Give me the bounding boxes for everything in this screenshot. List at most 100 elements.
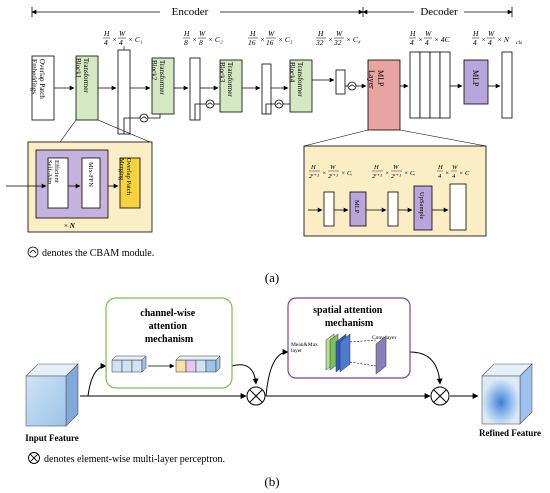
dim-labels: H 4 × W 4 × C₁ H 8 × W 8 × C₂ H 16 × W 1… xyxy=(103,29,522,47)
svg-text:×: × xyxy=(112,35,117,44)
block-2-label: TransformerBlock2 xyxy=(150,60,166,95)
svg-text:× C₁: × C₁ xyxy=(128,35,143,44)
mlp-legend: denotes element-wise multi-layer percept… xyxy=(28,452,225,465)
svg-text:W: W xyxy=(425,29,432,38)
conv-layer xyxy=(375,335,387,375)
feature-map-4 xyxy=(335,69,346,95)
svg-text:2ⁱ⁺¹: 2ⁱ⁺¹ xyxy=(372,173,382,180)
svg-text:× C₃: × C₃ xyxy=(278,35,293,44)
svg-text:W: W xyxy=(330,164,336,171)
svg-text:W: W xyxy=(393,164,399,171)
svg-text:× N: × N xyxy=(497,35,510,44)
svg-text:16: 16 xyxy=(248,38,256,47)
spatial-attention-module: spatial attention mechanism Mean&Max lay… xyxy=(287,297,411,379)
svg-text:× 4C: × 4C xyxy=(434,35,451,44)
svg-text:8: 8 xyxy=(184,38,188,47)
block-1-label: TransformerBlock1 xyxy=(74,58,90,93)
svg-text:4: 4 xyxy=(452,173,456,180)
encoder-label: Encoder xyxy=(172,6,209,18)
svg-text:H: H xyxy=(437,164,443,171)
upsample-box xyxy=(413,185,433,231)
svg-text:×: × xyxy=(385,170,389,177)
svg-text:4: 4 xyxy=(438,173,442,180)
refined-feature-cube xyxy=(481,363,533,425)
transformer-block-2 xyxy=(151,57,175,115)
dim-label-4: H 32 × W 32 × C₄ xyxy=(315,29,361,47)
channel-vector-input xyxy=(111,355,147,373)
input-feature-label: Input Feature xyxy=(25,433,79,443)
svg-text:× C₄: × C₄ xyxy=(346,35,361,44)
svg-text:cls: cls xyxy=(516,40,522,46)
dim-label-1: H 4 × W 4 × C₁ xyxy=(103,29,143,47)
svg-text:×: × xyxy=(418,35,423,44)
svg-text:H: H xyxy=(472,29,479,38)
transformer-block-4 xyxy=(289,59,313,113)
svg-text:32: 32 xyxy=(333,38,342,47)
upsample-label: UpSample xyxy=(418,192,425,220)
svg-text:W: W xyxy=(268,29,275,38)
efficient-self-attn-box xyxy=(47,157,69,209)
svg-text:2ⁱ⁺¹: 2ⁱ⁺¹ xyxy=(309,173,319,180)
mix-ffn-label: Mix-FFN xyxy=(87,162,94,187)
svg-text:16: 16 xyxy=(266,38,274,47)
svg-text:4: 4 xyxy=(410,38,414,47)
cbam-icon xyxy=(139,113,149,123)
dim-label-6: H 4 × W 4 × N cls xyxy=(472,29,522,47)
svg-text:32: 32 xyxy=(315,38,324,47)
encoder-pipeline: Overlap PatchEmbeddings TransformerBlock… xyxy=(30,46,367,135)
output-map xyxy=(501,51,513,119)
channel-vector-output xyxy=(175,355,221,373)
detail-feature-c xyxy=(449,183,467,231)
overlap-merging-label: Overlap PatchMerging xyxy=(118,158,132,196)
mlp-layer-label: MLPLayer xyxy=(367,70,385,89)
cbam-icon xyxy=(27,246,39,258)
spatial-title: spatial attention mechanism xyxy=(313,305,385,329)
svg-text:W: W xyxy=(119,29,126,38)
meanmax-layer xyxy=(325,333,351,373)
multiply-op-1 xyxy=(246,386,266,406)
concat-feature-stack xyxy=(409,51,451,119)
mlp-layer-box xyxy=(367,59,401,131)
cbam-legend: denotes the CBAM module. xyxy=(27,246,154,259)
svg-text:W: W xyxy=(336,29,343,38)
times-n-label: × N xyxy=(64,222,76,230)
svg-text:4: 4 xyxy=(425,38,429,47)
channel-title: channel-wise attention mechanism xyxy=(140,308,198,345)
svg-text:×: × xyxy=(322,170,326,177)
detail-dim-a: H 2ⁱ⁺¹ × W 2ⁱ⁺¹ × Cᵢ xyxy=(309,164,352,180)
efficient-attn-label: EfficientSelf-Attn xyxy=(46,160,60,185)
decoder-label: Decoder xyxy=(420,6,458,18)
block-4-label: TransformerBlock4 xyxy=(288,62,304,97)
detail-feature-a xyxy=(323,191,335,227)
svg-text:×: × xyxy=(260,35,265,44)
mlp-label: MLP xyxy=(471,70,480,87)
transformer-block-3 xyxy=(219,59,243,113)
multiply-op-2 xyxy=(430,386,450,406)
svg-text:4: 4 xyxy=(488,38,492,47)
svg-text:W: W xyxy=(199,29,206,38)
mix-ffn-box xyxy=(81,157,101,209)
overlap-patch-merging-box xyxy=(119,157,141,209)
detail-mlp-label: MLP xyxy=(353,200,360,214)
decoder-pipeline: MLPLayer MLP xyxy=(367,51,513,131)
overlap-patch-label: Overlap PatchEmbeddings xyxy=(30,59,46,99)
detail-dim-b: H 2ⁱ⁺¹ × W 2ⁱ⁺¹ × Cᵢ xyxy=(372,164,415,180)
svg-text:× Cᵢ: × Cᵢ xyxy=(341,170,352,177)
svg-text:2ⁱ⁺¹: 2ⁱ⁺¹ xyxy=(391,173,401,180)
transformer-block-detail: EfficientSelf-Attn Mix-FFN Overlap Patch… xyxy=(6,119,153,233)
dim-label-5: H 4 × W 4 × 4C xyxy=(409,29,451,47)
svg-text:H: H xyxy=(317,29,324,38)
mlp-box xyxy=(463,59,489,105)
feature-map-3 xyxy=(261,63,272,115)
svg-text:×: × xyxy=(192,35,197,44)
svg-text:H: H xyxy=(373,164,379,171)
svg-text:H: H xyxy=(310,164,316,171)
svg-text:×: × xyxy=(328,35,333,44)
cbam-icon xyxy=(205,99,215,109)
svg-text:H: H xyxy=(409,29,416,38)
meanmax-label: Mean&Max layer xyxy=(291,342,319,354)
svg-text:×: × xyxy=(445,170,449,177)
block-3-label: TransformerBlock3 xyxy=(218,62,234,97)
